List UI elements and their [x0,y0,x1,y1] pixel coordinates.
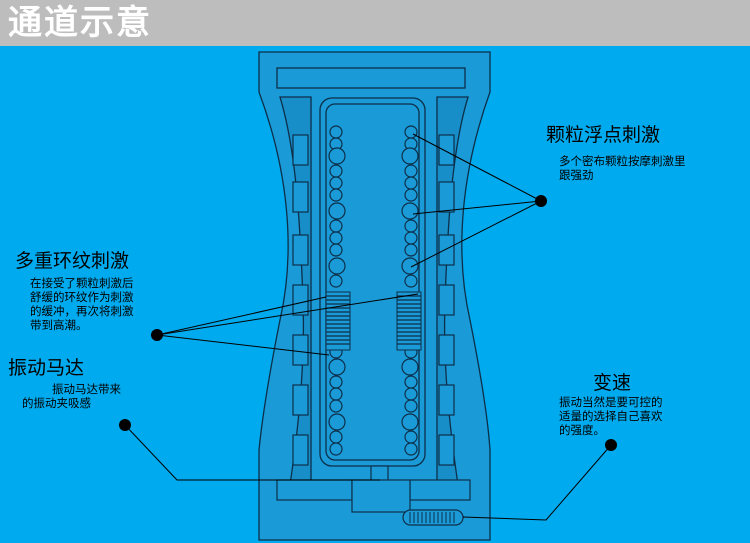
callout-rings-desc-4: 带到高潮。 [30,318,88,332]
page-title: 通道示意 [8,3,152,43]
side-slot [292,284,309,316]
bead [401,257,419,275]
callout-speed-desc-3: 的强度。 [559,423,605,437]
callout-speed-title: 变速 [593,372,632,394]
bead [404,176,418,190]
bead [329,231,343,245]
bead [401,202,419,220]
bead [329,430,343,444]
leader-motor [124,424,380,481]
callout-motor-desc-1: 振动马达带来 [52,382,121,396]
bead [404,219,418,233]
side-slot [438,181,455,213]
bead [404,231,418,245]
bead-column-left [328,125,346,456]
channel-inner [325,103,420,461]
right-side-slots [438,134,455,466]
leader-lines [124,133,612,521]
bead [404,430,418,444]
motor-box-center [351,479,411,513]
bead [329,399,343,413]
callout-dot-motor [119,419,131,431]
bead [404,387,418,401]
bead [329,188,343,202]
callout-particles-desc-2: 跟强劲 [559,168,594,182]
bead [404,442,418,456]
ring-section-left [325,291,351,351]
motor-housing [276,465,471,513]
side-slot [292,181,309,213]
callout-particles-title: 颗粒浮点刺激 [546,124,661,146]
side-slot [292,234,309,266]
leader-speed [462,444,612,521]
side-slot [438,434,455,466]
side-slot [292,134,309,166]
ring-section-right [396,291,422,351]
callout-particles-desc-1: 多个密布颗粒按摩刺激里 [559,154,686,168]
leader-particles-2 [412,200,542,215]
bead [329,375,343,389]
side-slot [292,334,309,366]
bead [404,125,418,139]
bead [404,375,418,389]
bead [401,358,419,376]
leader-rings-1 [156,296,327,336]
leader-particles-1 [412,133,542,202]
bead [329,243,343,257]
motor-box-right [409,479,471,501]
side-slot [438,334,455,366]
bead [329,387,343,401]
bead [329,125,343,139]
side-slot [438,284,455,316]
bead [328,202,346,220]
callout-rings-desc-1: 在接受了颗粒刺激后 [30,276,134,290]
callout-rings-desc-2: 舒缓的环纹作为刺激 [30,290,134,304]
bead [404,188,418,202]
bead [329,274,343,288]
leader-particles-3 [410,200,542,268]
callout-motor-title: 振动马达 [8,357,85,379]
callout-speed-desc-1: 振动当然是要可控的 [559,395,663,409]
bead [329,219,343,233]
leader-rings-3 [156,334,330,356]
bead-column-right [401,125,419,456]
callout-rings-title: 多重环纹刺激 [15,250,130,272]
top-slot [276,67,466,89]
bead [404,399,418,413]
motor-box-left [276,479,353,501]
callout-dot-speed [605,439,617,451]
callout-motor-desc-2: 的振动夹吸感 [22,396,91,410]
side-slot [292,434,309,466]
leader-rings-2 [156,293,419,336]
bead [401,413,419,431]
bead [404,243,418,257]
bead [404,274,418,288]
side-slot [438,384,455,416]
bead [329,164,343,178]
bead [404,164,418,178]
side-slot [292,384,309,416]
bead [328,358,346,376]
side-slot [438,234,455,266]
bead [328,257,346,275]
callout-rings-desc-3: 的缓冲，再次将刺激 [30,304,134,318]
leader-dots [119,195,617,451]
bead [328,413,346,431]
bead [401,147,419,165]
bead [328,147,346,165]
bead [329,442,343,456]
inner-channel [319,97,426,467]
bead [329,176,343,190]
header-bar: 通道示意 [0,0,750,46]
callout-dot-particles [535,195,547,207]
callout-speed-desc-2: 适量的选择自己喜欢 [559,409,663,423]
callout-dot-rings [151,329,163,341]
speed-control [402,509,464,526]
side-slot [438,134,455,166]
left-side-slots [292,134,309,466]
